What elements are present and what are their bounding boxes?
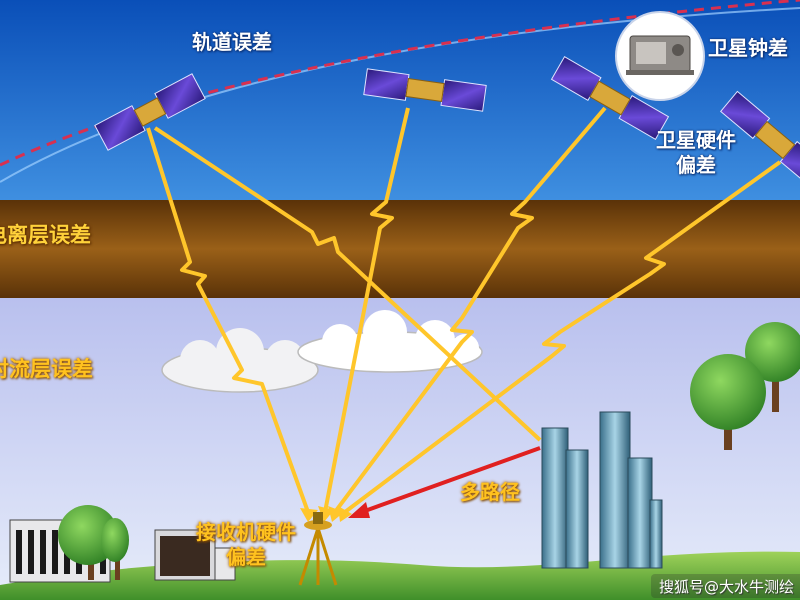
cloud-icon: [297, 310, 483, 373]
multipath-ray: [348, 446, 541, 518]
satellite-hardware-bias-line-2: 偏差: [676, 153, 716, 177]
satellite-icon: [94, 73, 206, 151]
tree-icon: [690, 354, 766, 450]
receiver-hardware-bias-line-1: 接收机硬件: [196, 520, 296, 544]
satellite-clock-error-label: 卫星钟差: [708, 36, 788, 60]
orbit-error-label: 轨道误差: [192, 30, 272, 54]
signal-ray: [323, 107, 410, 513]
watermark-text: 搜狐号@大水牛测绘: [658, 577, 794, 596]
tree-icon: [745, 322, 800, 412]
ionosphere-error-label: 电离层误差: [0, 223, 91, 247]
signal-ray: [343, 160, 782, 514]
satellite-hardware-bias-label: 卫星硬件 偏差: [656, 128, 736, 178]
receiver-hardware-bias-line-2: 偏差: [226, 545, 266, 569]
multipath-label: 多路径: [460, 480, 520, 504]
signal-ray: [333, 106, 607, 514]
signal-ray: [146, 127, 310, 513]
troposphere-error-label: 对流层误差: [0, 357, 93, 381]
signal-rays: [146, 106, 782, 514]
signal-ray: [153, 126, 542, 442]
satellite-icon: [550, 56, 670, 140]
orbit-path-dashed: [0, 0, 800, 167]
watermark: 搜狐号@大水牛测绘: [650, 574, 800, 598]
tree-icon: [101, 518, 129, 580]
atomic-clock-icon: [615, 11, 705, 101]
receiver-hardware-bias-label: 接收机硬件 偏差: [196, 520, 296, 570]
gnss-receiver-icon: [298, 512, 338, 586]
satellite-icon: [363, 68, 487, 112]
signal-arrowheads: [300, 506, 352, 522]
satellite-icon: [719, 90, 800, 190]
ionosphere-band: [0, 200, 800, 298]
building-icon: [541, 411, 663, 569]
satellite-hardware-bias-line-1: 卫星硬件: [656, 128, 736, 152]
